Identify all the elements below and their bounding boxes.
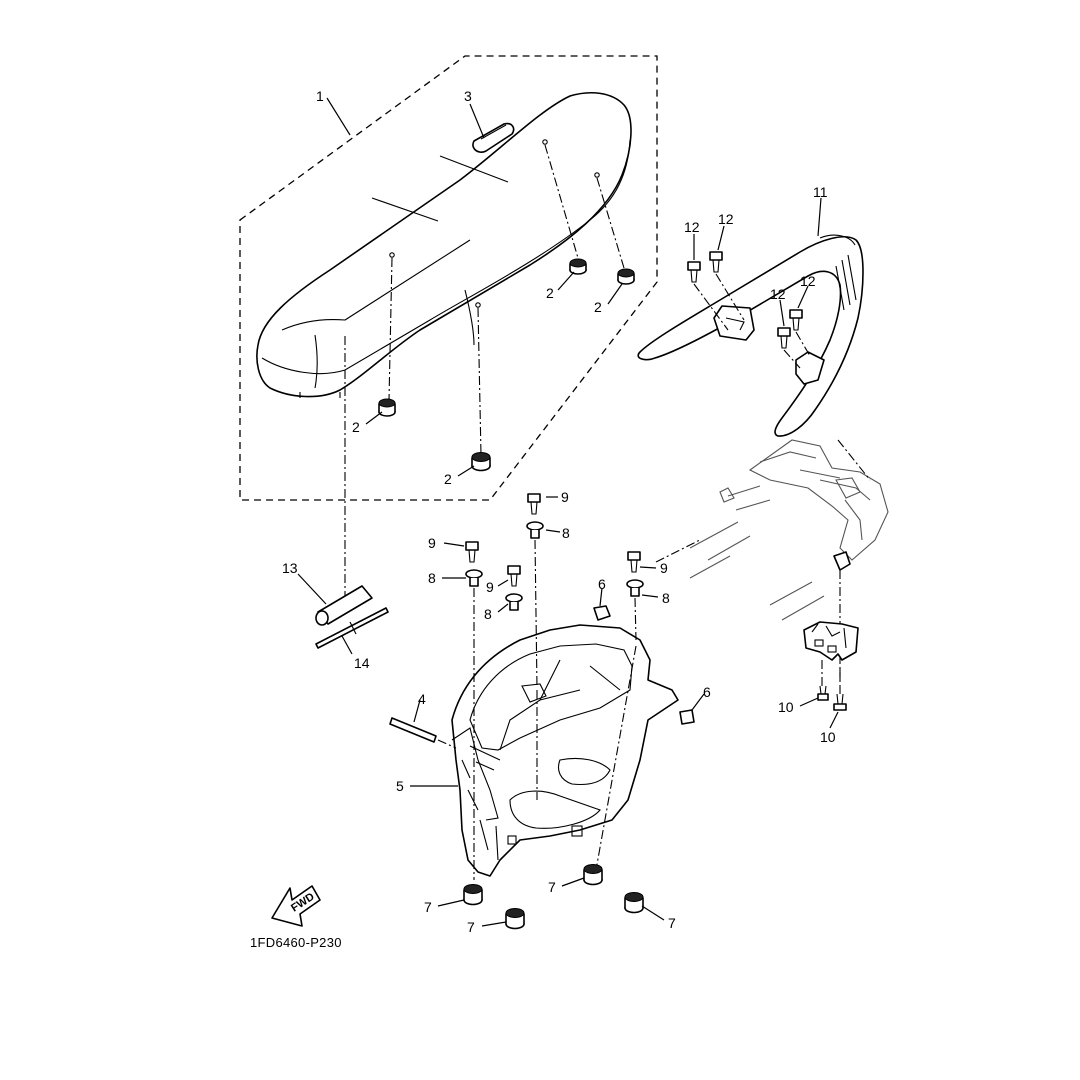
screw bbox=[833, 693, 847, 711]
callout-7: 7 bbox=[424, 899, 432, 915]
callout-6: 6 bbox=[598, 576, 606, 592]
bolt bbox=[777, 327, 791, 349]
frame-outline bbox=[689, 439, 889, 621]
callout-6: 6 bbox=[703, 684, 711, 700]
box-damper bbox=[583, 864, 603, 886]
callout-2: 2 bbox=[444, 471, 452, 487]
pin bbox=[389, 717, 437, 743]
bolt bbox=[687, 261, 701, 283]
callout-3: 3 bbox=[464, 88, 472, 104]
callout-9: 9 bbox=[561, 489, 569, 505]
callout-12: 12 bbox=[770, 286, 786, 302]
nut-clip bbox=[679, 709, 695, 725]
callout-7: 7 bbox=[467, 919, 475, 935]
callout-8: 8 bbox=[662, 590, 670, 606]
callout-9: 9 bbox=[660, 560, 668, 576]
callout-8: 8 bbox=[428, 570, 436, 586]
fwd-arrow-icon: FWD bbox=[271, 885, 321, 927]
bolt bbox=[527, 493, 541, 515]
grab-bar bbox=[637, 234, 864, 437]
callout-2: 2 bbox=[546, 285, 554, 301]
collar bbox=[465, 569, 483, 587]
storage-box bbox=[451, 624, 679, 877]
nut-clip bbox=[593, 605, 611, 621]
seat-damper bbox=[617, 268, 635, 285]
callout-2: 2 bbox=[352, 419, 360, 435]
tool-case bbox=[315, 585, 373, 626]
bolt bbox=[709, 251, 723, 273]
callout-9: 9 bbox=[486, 579, 494, 595]
tool bbox=[315, 607, 389, 649]
screw bbox=[817, 685, 829, 701]
collar bbox=[626, 579, 644, 597]
collar bbox=[526, 521, 544, 539]
callout-11: 11 bbox=[813, 184, 828, 200]
callout-13: 13 bbox=[282, 560, 298, 576]
bolt bbox=[627, 551, 641, 573]
seat bbox=[256, 91, 632, 398]
seat-damper bbox=[471, 452, 491, 472]
callout-12: 12 bbox=[718, 211, 734, 227]
callout-10: 10 bbox=[820, 729, 836, 745]
frame-clip bbox=[833, 551, 851, 571]
bolt bbox=[507, 565, 521, 587]
seat-assembly-boundary bbox=[239, 55, 658, 501]
callout-7: 7 bbox=[668, 915, 676, 931]
collar bbox=[505, 593, 523, 611]
box-damper bbox=[463, 884, 483, 906]
callout-8: 8 bbox=[562, 525, 570, 541]
seat-lock bbox=[803, 621, 859, 661]
callout-14: 14 bbox=[354, 655, 370, 671]
callout-4: 4 bbox=[418, 691, 426, 707]
callout-2: 2 bbox=[594, 299, 602, 315]
callout-1: 1 bbox=[316, 88, 324, 104]
callout-9: 9 bbox=[428, 535, 436, 551]
callout-12: 12 bbox=[800, 273, 816, 289]
box-damper bbox=[505, 908, 525, 930]
callout-10: 10 bbox=[778, 699, 794, 715]
box-damper bbox=[624, 892, 644, 914]
diagram-code: 1FD6460-P230 bbox=[250, 935, 342, 950]
seat-damper bbox=[378, 398, 396, 417]
seat-damper bbox=[569, 258, 587, 275]
callout-5: 5 bbox=[396, 778, 404, 794]
bolt bbox=[465, 541, 479, 563]
callout-7: 7 bbox=[548, 879, 556, 895]
callout-12: 12 bbox=[684, 219, 700, 235]
callout-8: 8 bbox=[484, 606, 492, 622]
bolt bbox=[789, 309, 803, 331]
